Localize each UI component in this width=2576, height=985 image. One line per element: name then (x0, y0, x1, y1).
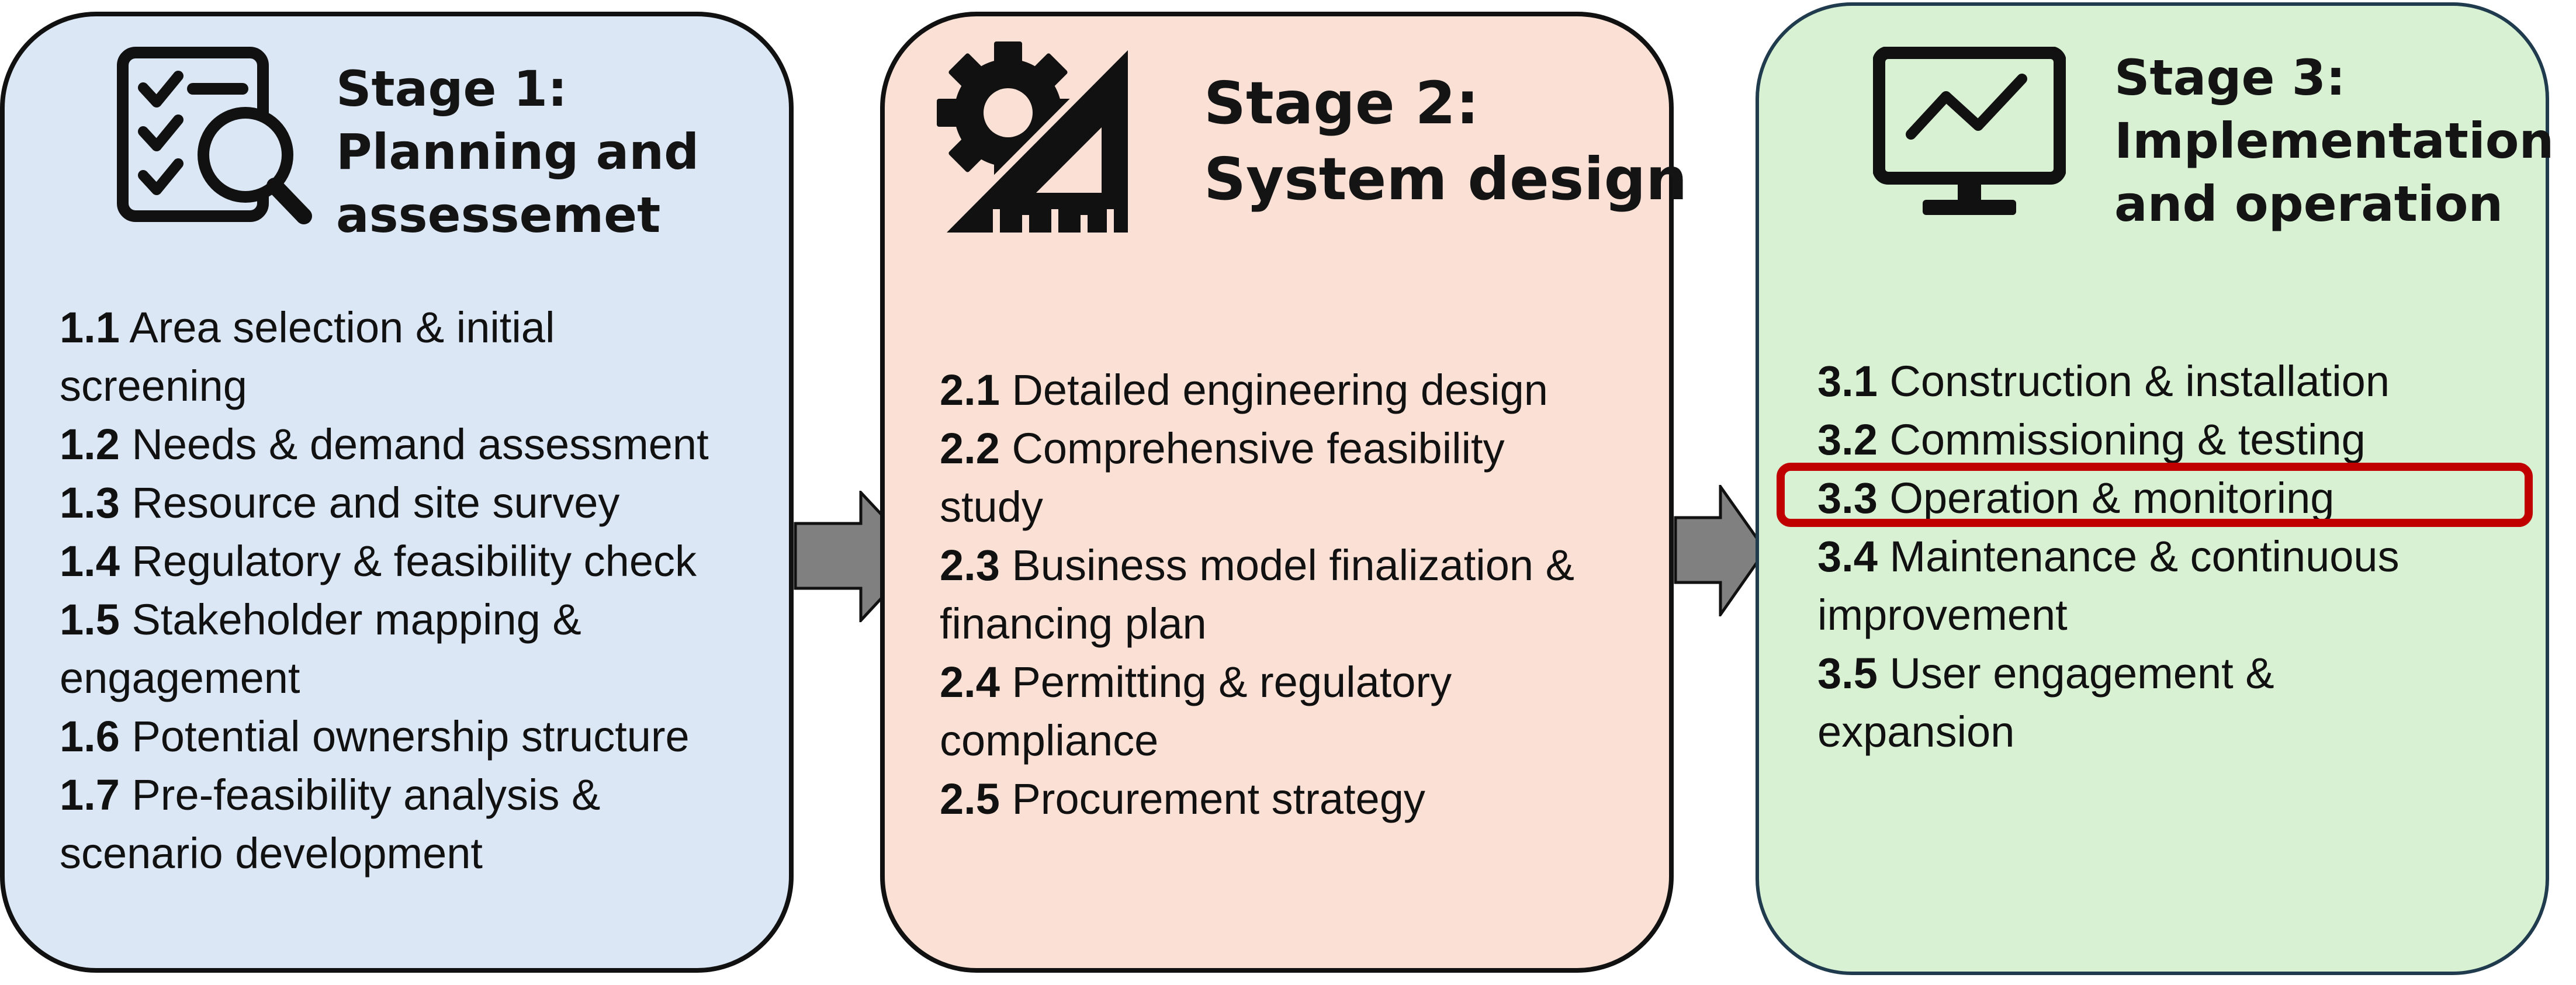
item-number: 3.2 (1817, 415, 1878, 464)
item-text: Procurement strategy (1012, 775, 1425, 823)
list-item: 3.5 User engagement & (1817, 644, 2400, 703)
list-item: 3.4 Maintenance & continuous (1817, 528, 2400, 586)
item-text: Comprehensive feasibility (1012, 424, 1505, 473)
list-item-continuation: compliance (940, 716, 1159, 765)
stage-1-box (0, 12, 794, 973)
item-text: Permitting & regulatory (1012, 658, 1452, 706)
list-item-continuation: expansion (1817, 707, 2015, 756)
list-item: 2.3 Business model finalization & (940, 536, 1574, 595)
item-number: 1.2 (60, 420, 120, 469)
item-text: Detailed engineering design (1012, 366, 1548, 414)
list-item: 1.6 Potential ownership structure (60, 707, 709, 766)
item-number: 3.3 (1817, 474, 1878, 522)
list-item: 1.5 Stakeholder mapping & (60, 591, 709, 649)
item-number: 1.5 (60, 595, 120, 644)
stage-1-title-line: Stage 1: (336, 60, 567, 117)
item-number: 1.3 (60, 478, 120, 527)
stage-3-title-line: and operation (2114, 175, 2504, 233)
item-text: Area selection & initial (129, 303, 555, 352)
item-text: Resource and site survey (131, 478, 620, 527)
list-item: 1.1 Area selection & initial (60, 299, 709, 357)
list-item-highlighted: 3.3 Operation & monitoring (1817, 469, 2400, 528)
stage-3-title-line: Implementation (2114, 112, 2554, 169)
arrow-right-icon (1674, 485, 1767, 616)
list-item-continuation: scenario development (60, 829, 483, 878)
stage-1-title-line: Planning and (336, 123, 700, 181)
stage-2-title-line: Stage 2: (1204, 69, 1480, 137)
checklist-magnifier-icon (117, 47, 312, 224)
stage-1-title-line: assessemet (336, 186, 661, 244)
stage-1-items: 1.1 Area selection & initial screening 1… (60, 299, 709, 883)
item-text: Potential ownership structure (131, 712, 690, 761)
item-number: 1.6 (60, 712, 120, 761)
item-number: 2.3 (940, 541, 1000, 589)
stage-1-title: Stage 1: Planning and assessemet (336, 57, 699, 247)
list-item: 1.4 Regulatory & feasibility check (60, 532, 709, 591)
stage-2-items: 2.1 Detailed engineering design 2.2 Comp… (940, 361, 1574, 828)
list-item: 2.4 Permitting & regulatory (940, 653, 1574, 712)
list-item: 3.1 Construction & installation (1817, 352, 2400, 411)
item-number: 3.1 (1817, 357, 1878, 405)
list-item-continuation: screening (60, 362, 247, 410)
stage-3-title-line: Stage 3: (2114, 49, 2346, 106)
item-text: Pre-feasibility analysis & (131, 771, 601, 819)
list-item-continuation: improvement (1817, 591, 2068, 639)
stage-3-title: Stage 3: Implementation and operation (2114, 46, 2554, 235)
list-item: 1.2 Needs & demand assessment (60, 415, 709, 474)
item-text: Commissioning & testing (1889, 415, 2366, 464)
list-item-continuation: financing plan (940, 599, 1207, 648)
item-text: Regulatory & feasibility check (131, 537, 697, 585)
item-number: 2.1 (940, 366, 1000, 414)
list-item-continuation: study (940, 483, 1043, 531)
item-text: Business model finalization & (1012, 541, 1574, 589)
list-item: 1.3 Resource and site survey (60, 474, 709, 532)
item-text: Maintenance & continuous (1889, 532, 2400, 581)
stage-3-items: 3.1 Construction & installation 3.2 Comm… (1817, 352, 2400, 761)
item-number: 3.5 (1817, 649, 1878, 698)
item-text: User engagement & (1889, 649, 2274, 698)
item-text: Construction & installation (1889, 357, 2390, 405)
item-number: 2.4 (940, 658, 1000, 706)
stage-3-box (1756, 2, 2549, 975)
list-item-continuation: engagement (60, 654, 300, 702)
item-number: 2.5 (940, 775, 1000, 823)
item-number: 2.2 (940, 424, 1000, 473)
monitor-chart-icon (1873, 47, 2066, 215)
item-text: Needs & demand assessment (131, 420, 709, 469)
item-number: 1.1 (60, 303, 120, 352)
item-number: 3.4 (1817, 532, 1878, 581)
list-item: 2.5 Procurement strategy (940, 770, 1574, 828)
list-item: 3.2 Commissioning & testing (1817, 411, 2400, 469)
stage-2-title: Stage 2: System design (1204, 65, 1687, 217)
list-item: 1.7 Pre-feasibility analysis & (60, 766, 709, 824)
list-item: 2.2 Comprehensive feasibility (940, 419, 1574, 478)
gear-set-square-icon (937, 41, 1135, 240)
item-number: 1.7 (60, 771, 120, 819)
item-number: 1.4 (60, 537, 120, 585)
list-item: 2.1 Detailed engineering design (940, 361, 1574, 419)
highlight-box (1777, 463, 2533, 527)
item-text: Stakeholder mapping & (131, 595, 581, 644)
item-text: Operation & monitoring (1889, 474, 2335, 522)
stage-2-title-line: System design (1204, 145, 1688, 213)
